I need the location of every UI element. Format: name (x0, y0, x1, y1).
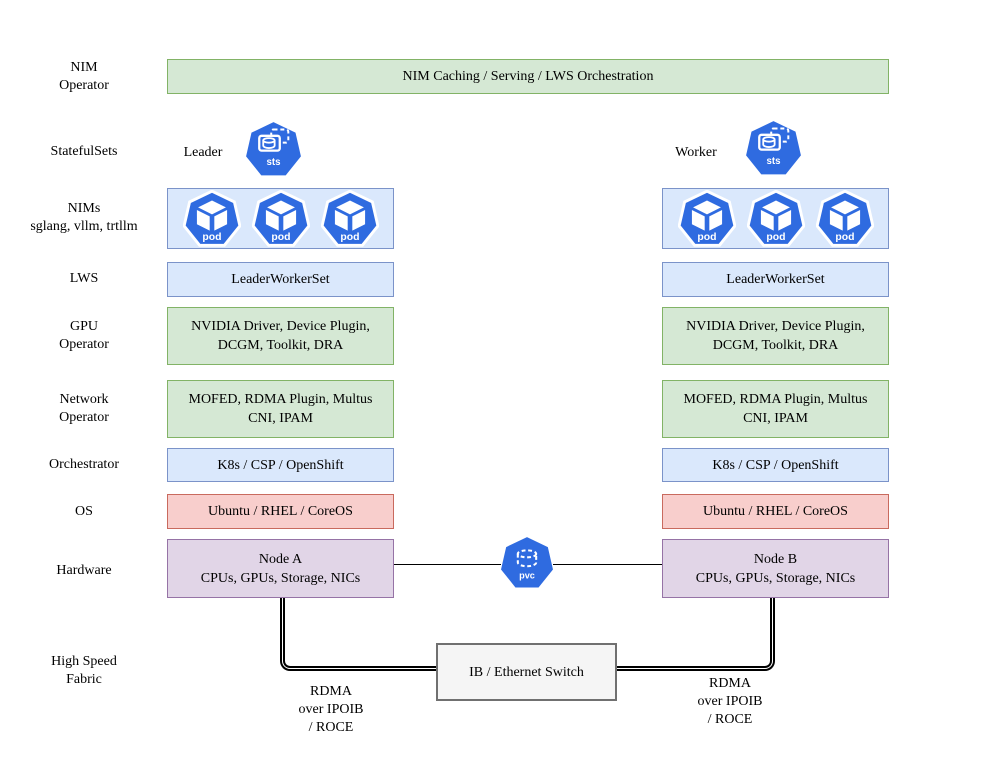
network-operator-box-leader: MOFED, RDMA Plugin, Multus CNI, IPAM (167, 380, 394, 438)
pod-icon: pod (746, 189, 805, 247)
row-label-network-operator: Network Operator (59, 392, 109, 425)
sts-icon: sts (746, 121, 801, 175)
orchestrator-box-leader: K8s / CSP / OpenShift (167, 448, 394, 482)
pvc-icon: pvc (501, 537, 553, 588)
pod-icon: pod (182, 189, 241, 247)
row-label-statefulsets: StatefulSets (50, 144, 118, 159)
svg-text:pod: pod (340, 231, 359, 242)
pod-icon: pod (251, 189, 310, 247)
svg-text:pvc: pvc (519, 571, 535, 581)
svg-text:pod: pod (766, 231, 785, 242)
os-box-leader: Ubuntu / RHEL / CoreOS (167, 494, 394, 529)
row-label-os: OS (75, 504, 93, 519)
svg-text:pod: pod (271, 231, 290, 242)
nims-pods-box-leader: pod pod pod (167, 188, 394, 249)
row-label-orchestrator: Orchestrator (49, 457, 119, 472)
lws-box-worker: LeaderWorkerSet (662, 262, 889, 297)
row-label-nim-operator: NIM Operator (59, 60, 109, 93)
svg-text:pod: pod (697, 231, 716, 242)
ib-ethernet-switch-box: IB / Ethernet Switch (436, 643, 617, 701)
orchestrator-box-worker: K8s / CSP / OpenShift (662, 448, 889, 482)
rdma-label-right: RDMA over IPOIB / ROCE (697, 676, 763, 727)
row-label-gpu-operator: GPU Operator (59, 319, 109, 352)
lws-box-leader: LeaderWorkerSet (167, 262, 394, 297)
fabric-connector-left (280, 598, 436, 671)
svg-text:sts: sts (767, 156, 781, 167)
network-operator-box-worker: MOFED, RDMA Plugin, Multus CNI, IPAM (662, 380, 889, 438)
pod-icon: pod (320, 189, 379, 247)
fabric-connector-right (617, 598, 775, 671)
sts-icon: sts (246, 122, 301, 176)
worker-label: Worker (675, 145, 717, 160)
nim-caching-serving-bar: NIM Caching / Serving / LWS Orchestratio… (167, 59, 889, 94)
svg-text:sts: sts (267, 157, 281, 168)
svg-text:pod: pod (202, 231, 221, 242)
row-label-hardware: Hardware (56, 563, 112, 578)
pvc-link-right (553, 564, 662, 565)
row-label-high-speed-fabric: High Speed Fabric (51, 654, 117, 687)
pod-icon: pod (815, 189, 874, 247)
node-a-box: Node A CPUs, GPUs, Storage, NICs (167, 539, 394, 598)
leader-label: Leader (183, 145, 223, 160)
svg-text:pod: pod (835, 231, 854, 242)
row-label-lws: LWS (69, 271, 99, 286)
node-b-box: Node B CPUs, GPUs, Storage, NICs (662, 539, 889, 598)
gpu-operator-box-worker: NVIDIA Driver, Device Plugin, DCGM, Tool… (662, 307, 889, 365)
rdma-label-left: RDMA over IPOIB / ROCE (298, 684, 364, 735)
os-box-worker: Ubuntu / RHEL / CoreOS (662, 494, 889, 529)
pod-icon: pod (677, 189, 736, 247)
nims-pods-box-worker: pod pod pod (662, 188, 889, 249)
gpu-operator-box-leader: NVIDIA Driver, Device Plugin, DCGM, Tool… (167, 307, 394, 365)
row-label-nims: NIMs sglang, vllm, trtllm (30, 201, 138, 234)
pvc-link-left (394, 564, 501, 565)
